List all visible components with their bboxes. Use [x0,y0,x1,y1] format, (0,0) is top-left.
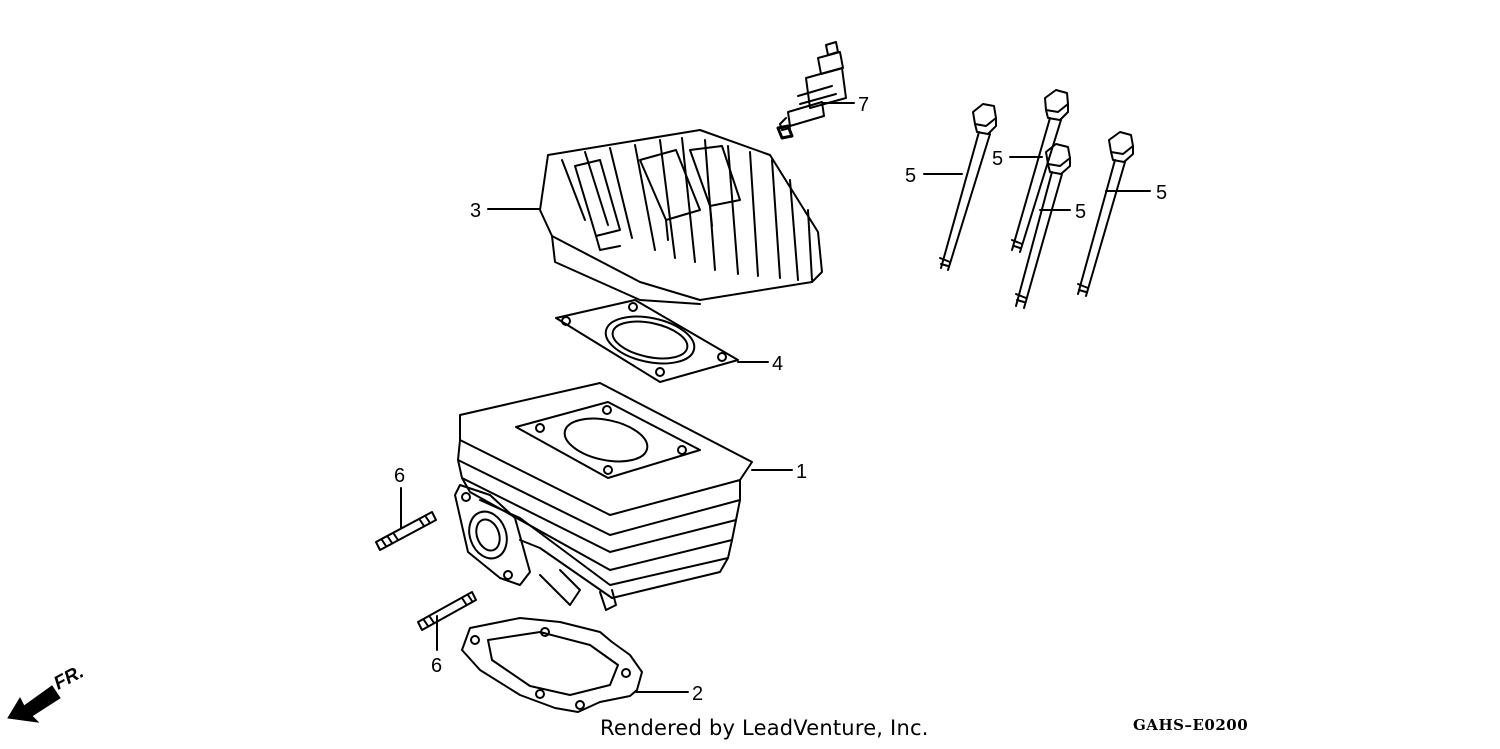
callout-7: 7 [858,94,869,116]
cylinder[interactable] [454,382,753,611]
cylinder-head[interactable] [539,129,823,305]
callout-6b: 6 [431,655,442,677]
callout-5b: 5 [992,148,1003,170]
bolt-a[interactable] [939,103,997,271]
head-gasket[interactable] [555,299,739,383]
callout-1: 1 [796,461,807,483]
callout-5a: 5 [905,165,916,187]
bolt-b[interactable] [1011,89,1069,253]
front-marker-label: FR. [50,662,87,695]
front-arrow-icon: FR. [7,662,87,723]
callout-2: 2 [692,683,703,705]
callout-3: 3 [470,200,481,222]
diagram-code: GAHS–E0200 [1133,716,1249,734]
callout-5d: 5 [1156,182,1167,204]
stud-lower[interactable] [417,591,477,631]
spark-plug[interactable] [776,41,847,140]
bolt-c[interactable] [1015,143,1071,309]
callout-5c: 5 [1075,201,1086,223]
callout-6a: 6 [394,465,405,487]
callout-4: 4 [772,353,783,375]
bolt-d[interactable] [1077,131,1134,297]
base-gasket[interactable] [461,617,643,713]
stud-upper[interactable] [375,511,437,551]
rendered-by-footer: Rendered by LeadVenture, Inc. [600,716,929,740]
